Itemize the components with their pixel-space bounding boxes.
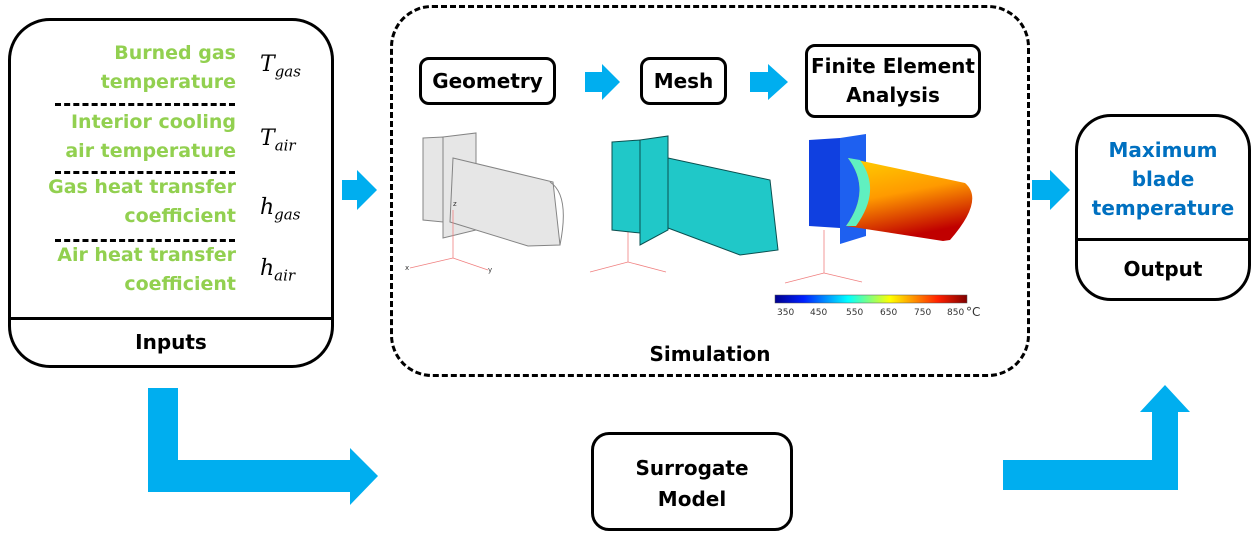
step-geometry: Geometry	[419, 57, 556, 105]
input-divider	[55, 103, 235, 106]
fea-blade-image	[809, 134, 973, 244]
geometry-blade-image	[422, 132, 564, 247]
colorbar-tick: 850	[947, 308, 965, 318]
input-symbol-h-gas: hgas	[260, 195, 301, 224]
arrow-right-icon	[750, 64, 788, 100]
colorbar-tick: 350	[777, 308, 795, 318]
output-title: Output	[1123, 257, 1203, 281]
input-symbol-h-air: hair	[260, 256, 296, 285]
colorbar-unit: °C	[966, 305, 981, 319]
input-symbol-t-air: Tair	[260, 126, 296, 155]
axis-label-y: y	[488, 266, 493, 274]
input-symbol-t-gas: Tgas	[260, 52, 301, 81]
colorbar-tick: 750	[914, 308, 932, 318]
inputs-divider	[8, 317, 334, 320]
colorbar	[774, 294, 968, 304]
colorbar-tick: 450	[810, 308, 828, 318]
axes-icon	[409, 210, 863, 284]
arrow-right-icon	[585, 64, 620, 100]
colorbar-tick: 650	[880, 308, 898, 318]
axis-label-x: x	[405, 264, 410, 272]
axis-label-z: z	[453, 200, 457, 208]
arrow-right-icon	[1032, 170, 1070, 210]
arrow-inputs-to-surrogate-icon	[148, 388, 378, 505]
input-divider	[55, 171, 235, 174]
output-divider	[1075, 238, 1251, 241]
step-mesh: Mesh	[640, 57, 727, 105]
mesh-blade-image	[611, 135, 779, 256]
simulation-box	[390, 5, 1030, 377]
arrow-right-icon	[342, 170, 377, 210]
simulation-title: Simulation	[649, 342, 771, 366]
output-box	[1075, 114, 1251, 301]
input-divider	[55, 239, 235, 242]
colorbar-tick: 550	[846, 308, 864, 318]
inputs-title: Inputs	[135, 330, 207, 354]
inputs-box	[8, 18, 334, 368]
arrow-surrogate-to-output-icon	[1003, 385, 1190, 490]
